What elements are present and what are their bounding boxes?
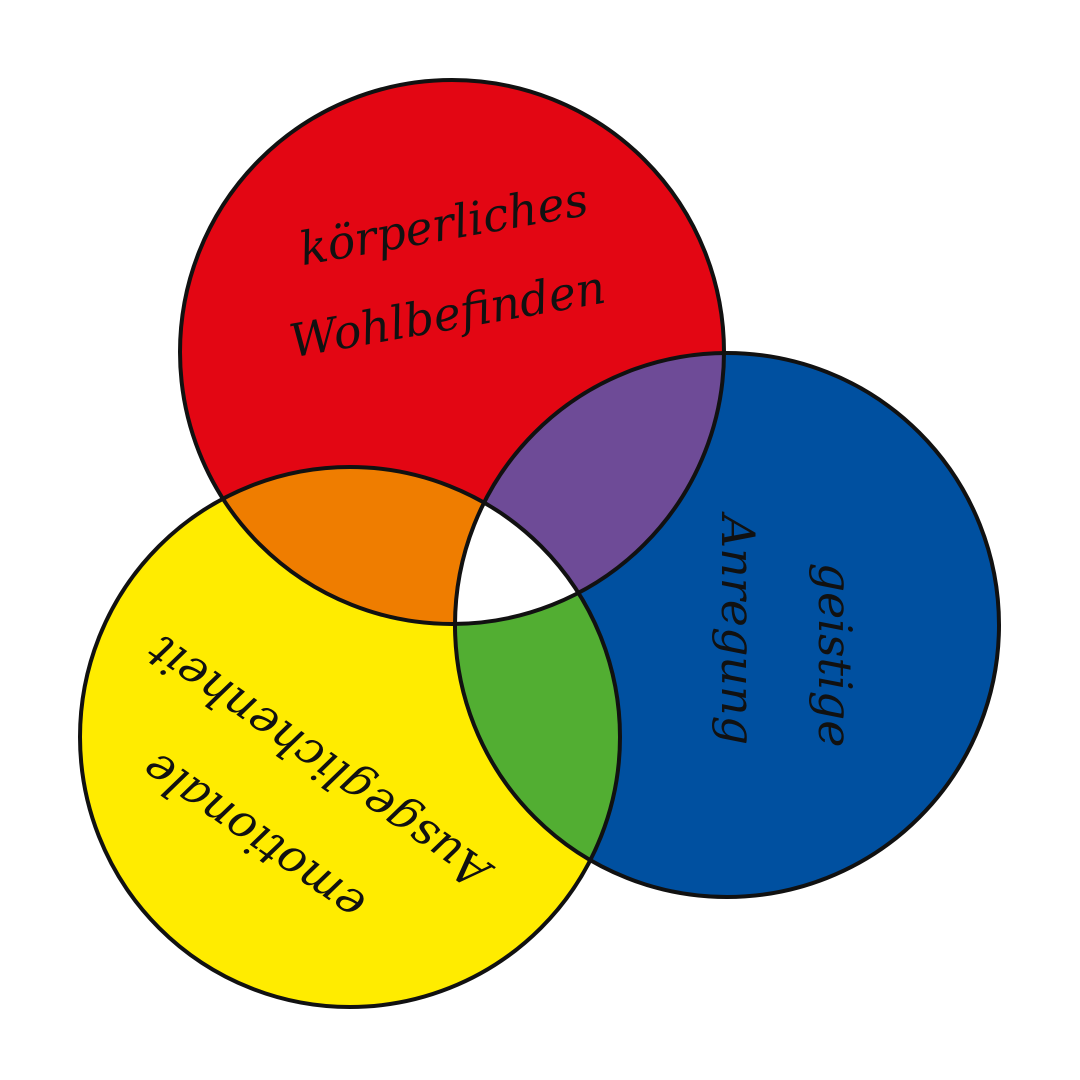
label-geist-line1: geistige: [808, 563, 862, 748]
label-geist-line2: Anregung: [711, 511, 765, 745]
overlap-red-blue: [455, 353, 724, 624]
overlap-center: [455, 467, 620, 624]
circle-outlines: [78, 78, 1001, 1009]
